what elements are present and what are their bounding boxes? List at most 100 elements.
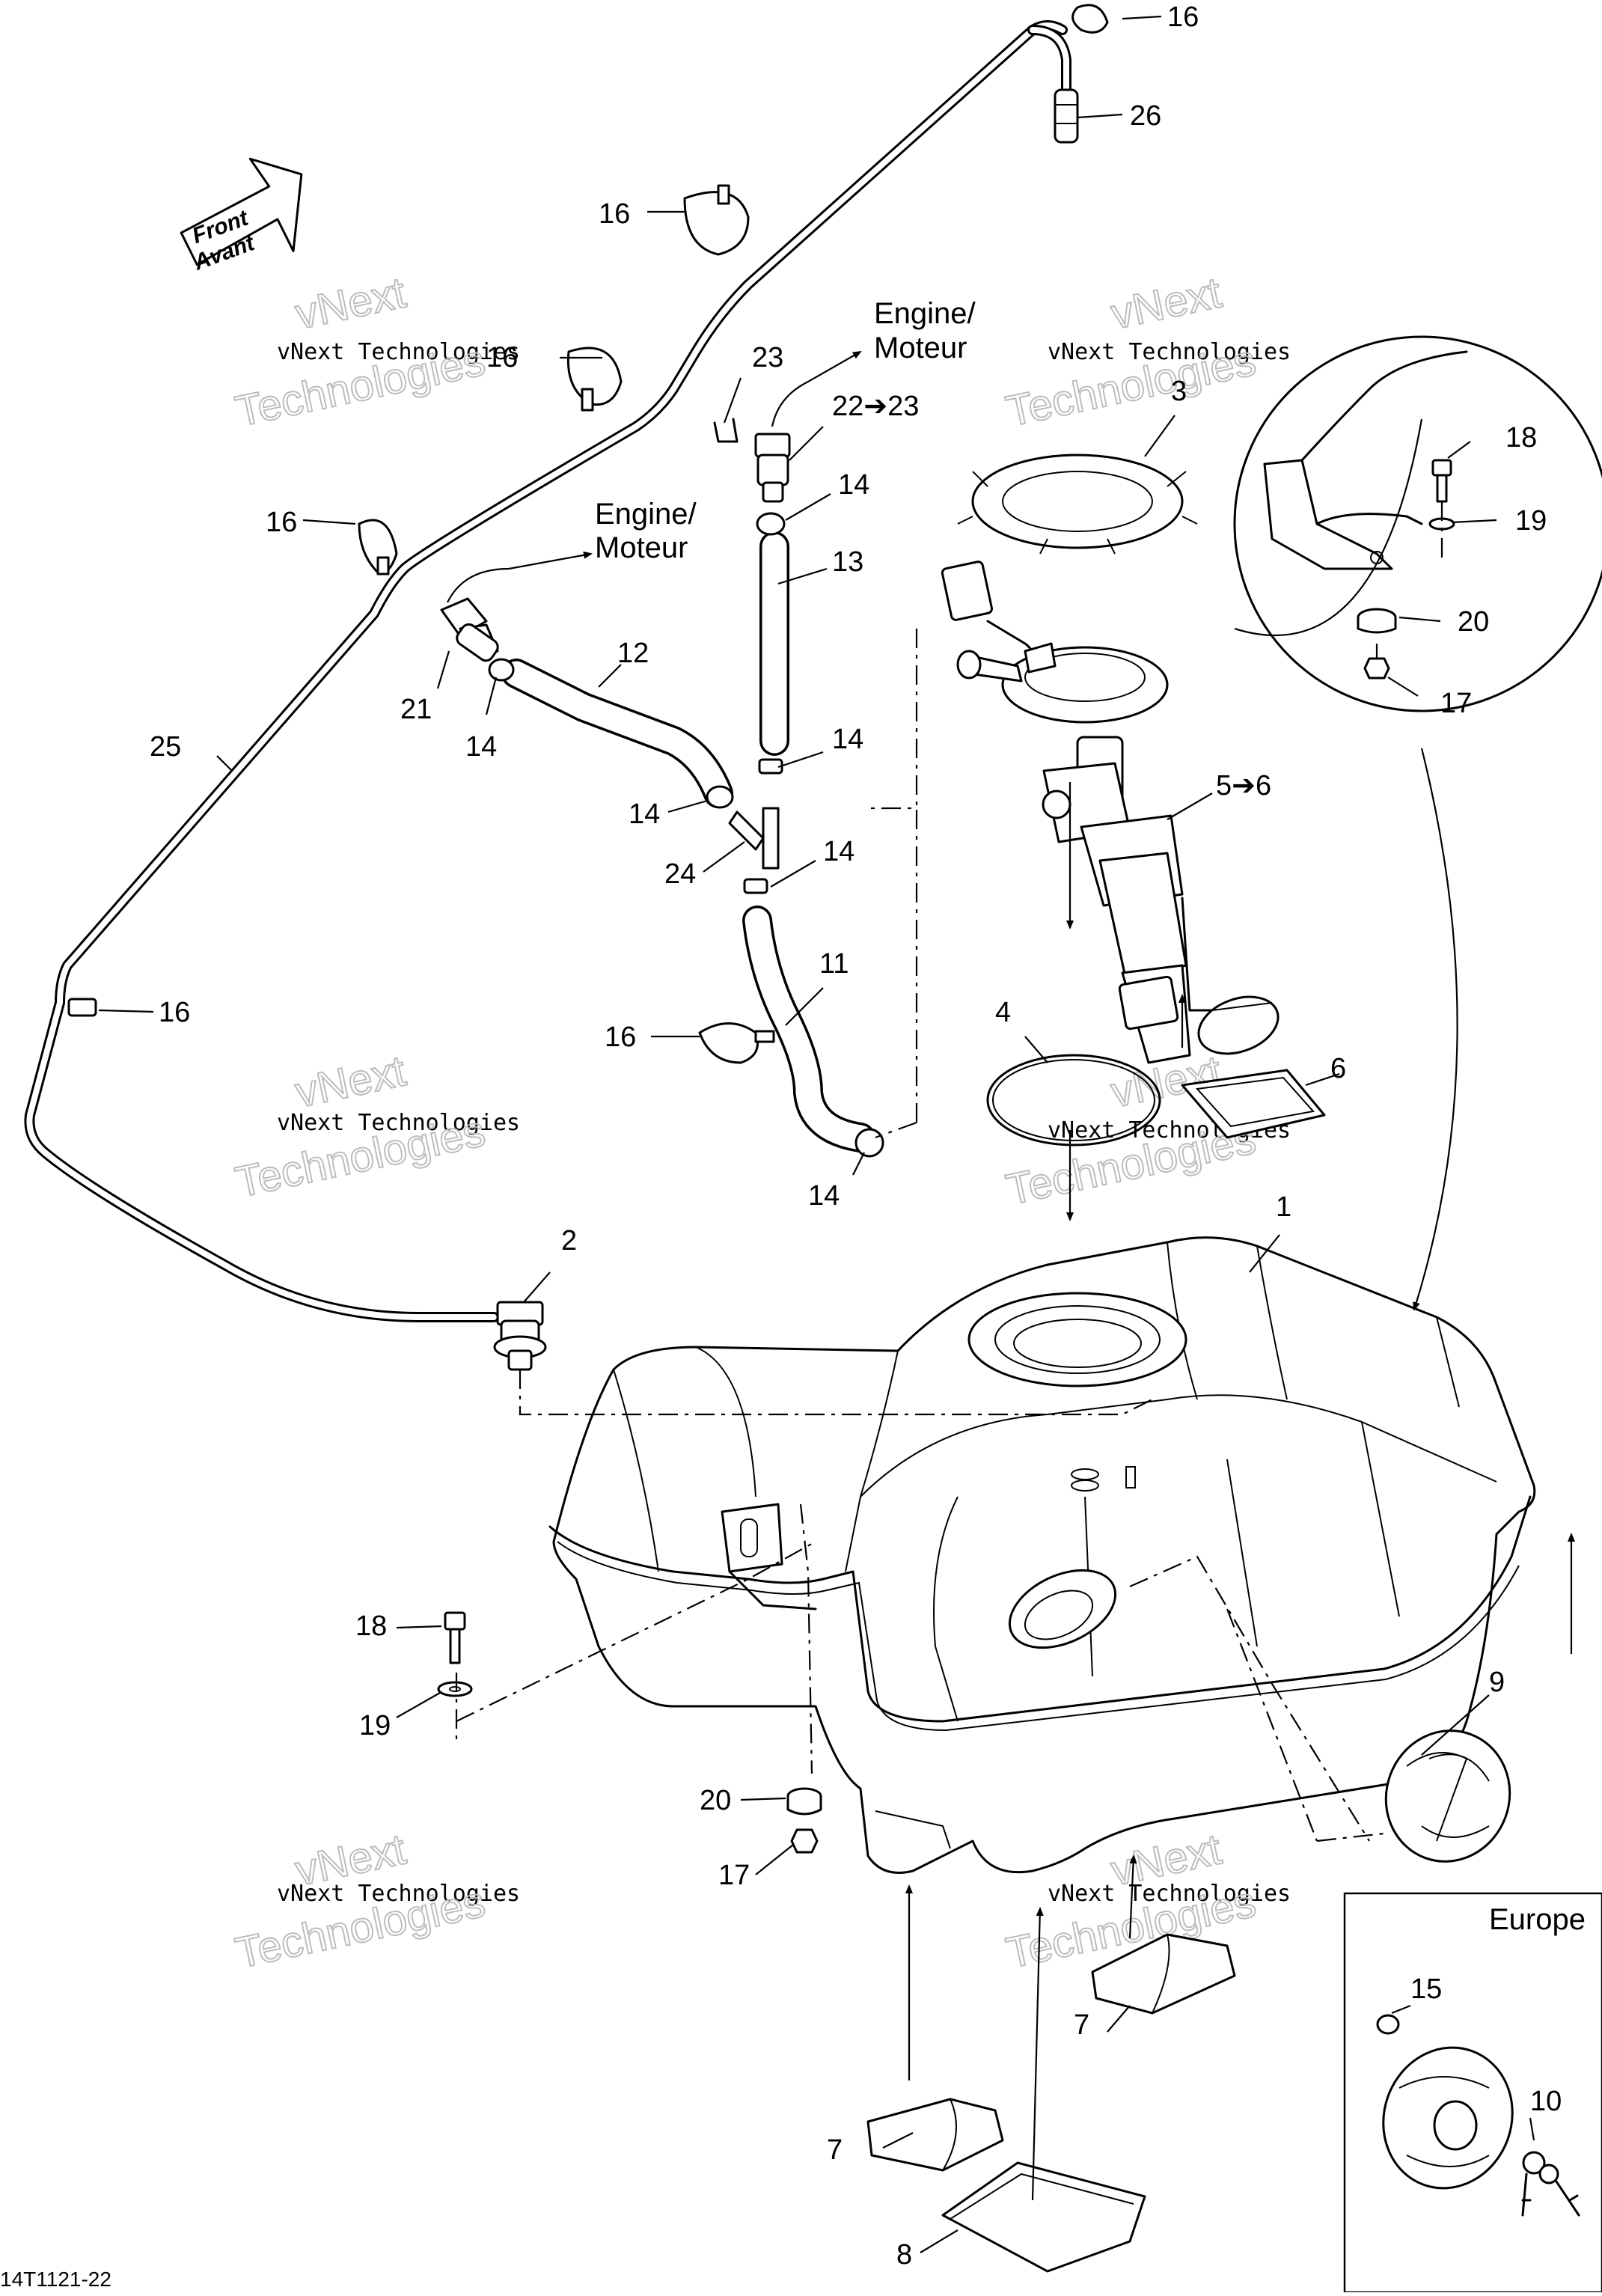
callout-16a: 16	[1167, 1, 1199, 33]
callout-24: 24	[664, 858, 696, 890]
callout-11: 11	[819, 948, 849, 980]
retainer-clip-23	[713, 418, 739, 443]
rollover-valve	[493, 1301, 547, 1371]
svg-text:vNext Technologies: vNext Technologies	[1048, 1881, 1291, 1907]
callout-19b: 19	[1515, 505, 1547, 537]
watermark-bottom-left: vNext vNext Technologies Technologies	[230, 1824, 520, 1978]
key-icon	[1521, 2151, 1580, 2217]
clip-15	[1376, 2014, 1400, 2035]
svg-text:vNext: vNext	[291, 268, 410, 338]
watermark-mid-left: vNext vNext Technologies Technologies	[230, 1045, 520, 1207]
vent-valve	[1054, 88, 1079, 144]
quick-connector-22	[754, 433, 791, 503]
hose-11	[742, 906, 875, 1152]
callout-25: 25	[150, 731, 181, 763]
callout-10: 10	[1530, 2086, 1562, 2117]
callout-12: 12	[617, 638, 649, 669]
callout-14f: 14	[808, 1180, 840, 1212]
callout-17b: 17	[1440, 688, 1472, 719]
callout-9: 9	[1489, 1667, 1505, 1698]
callout-14e: 14	[823, 836, 854, 867]
pad-7-right	[1091, 1933, 1236, 2015]
detail-circle	[1233, 335, 1602, 712]
leader-lines	[98, 15, 1535, 2253]
flow-arrows	[447, 351, 1575, 2201]
svg-text:vNext Technologies: vNext Technologies	[277, 339, 520, 365]
engine-label-upper-line1: Engine/	[874, 297, 976, 330]
clamp-14-group	[488, 512, 884, 1158]
callout-5: 5➔6	[1216, 770, 1271, 802]
engine-label-lower-line1: Engine/	[595, 498, 697, 531]
callout-16c: 16	[486, 342, 518, 373]
bolt-18	[444, 1611, 466, 1664]
callout-4: 4	[995, 997, 1011, 1028]
fuel-cap-9	[1384, 1729, 1511, 1863]
callout-8: 8	[896, 2239, 912, 2271]
lock-ring-3	[957, 454, 1198, 555]
callout-22: 22➔23	[832, 391, 919, 422]
callout-3: 3	[1171, 376, 1187, 407]
callout-18a: 18	[355, 1610, 387, 1642]
callout-2: 2	[561, 1225, 577, 1257]
clamp-16-left	[358, 519, 398, 575]
clamp-16-top	[1071, 4, 1109, 34]
callout-6: 6	[1330, 1053, 1346, 1084]
clamp-16-hose	[698, 1022, 775, 1064]
callout-14c: 14	[629, 799, 660, 830]
callout-18b: 18	[1505, 422, 1537, 454]
europe-inset: Europe	[1343, 1892, 1602, 2294]
fuel-tank	[548, 1236, 1536, 1874]
callout-21: 21	[400, 694, 432, 725]
clamp-16-tube	[67, 998, 97, 1017]
engine-label-upper-line2: Moteur	[874, 332, 967, 364]
callout-13: 13	[832, 546, 863, 578]
svg-text:vNext: vNext	[1107, 268, 1226, 338]
pad-7-left	[866, 2098, 1004, 2172]
locking-cap-10	[1382, 2046, 1514, 2190]
svg-text:vNext Technologies: vNext Technologies	[1048, 339, 1291, 365]
svg-text:vNext: vNext	[291, 1046, 410, 1117]
pad-8	[941, 2161, 1146, 2273]
watermark-top-left: vNext vNext Technologies Technologies	[230, 267, 520, 436]
y-fitting-24	[728, 807, 780, 870]
grommet-20	[786, 1787, 822, 1816]
callouts: 16 26 16 16 16 16 16 23 22➔23 14 13 12 1…	[150, 1, 1562, 2271]
watermark-top-right: vNext vNext Technologies Technologies	[1001, 267, 1291, 436]
clamp-16-upper	[683, 184, 750, 256]
callout-15: 15	[1410, 1973, 1442, 2005]
nut-17	[790, 1828, 819, 1854]
vent-tube	[24, 20, 1071, 1322]
filter-6	[1181, 1069, 1326, 1139]
callout-16d: 16	[266, 507, 297, 538]
callout-16b: 16	[599, 198, 630, 230]
callout-16e: 16	[159, 997, 190, 1028]
fuel-pump-module	[941, 561, 1280, 1064]
quick-connector-21	[440, 597, 499, 662]
washer-19	[437, 1681, 473, 1697]
front-direction-arrow: Front Avant	[180, 157, 303, 275]
hose-12	[501, 659, 733, 808]
callout-1: 1	[1276, 1191, 1291, 1223]
svg-text:vNext Technologies: vNext Technologies	[277, 1110, 520, 1136]
callout-17a: 17	[718, 1860, 750, 1891]
callout-19a: 19	[359, 1710, 391, 1741]
svg-text:vNext Technologies: vNext Technologies	[277, 1881, 520, 1907]
drawing-code: 14T1121-22	[0, 2268, 111, 2291]
callout-20a: 20	[700, 1785, 731, 1816]
engine-label-lower-line2: Moteur	[595, 531, 688, 564]
europe-inset-title: Europe	[1489, 1903, 1586, 1936]
assembly-lines	[455, 629, 1385, 1842]
callout-20b: 20	[1458, 606, 1489, 638]
callout-16f: 16	[605, 1022, 636, 1053]
callout-26: 26	[1130, 100, 1161, 132]
callout-23: 23	[752, 342, 783, 373]
callout-14d: 14	[832, 724, 863, 755]
gasket-4	[986, 1054, 1161, 1147]
callout-14b: 14	[465, 731, 497, 763]
callout-7a: 7	[827, 2134, 843, 2166]
callout-7b: 7	[1074, 2009, 1089, 2041]
callout-14a: 14	[838, 469, 869, 501]
clamp-16-mid	[566, 346, 623, 412]
